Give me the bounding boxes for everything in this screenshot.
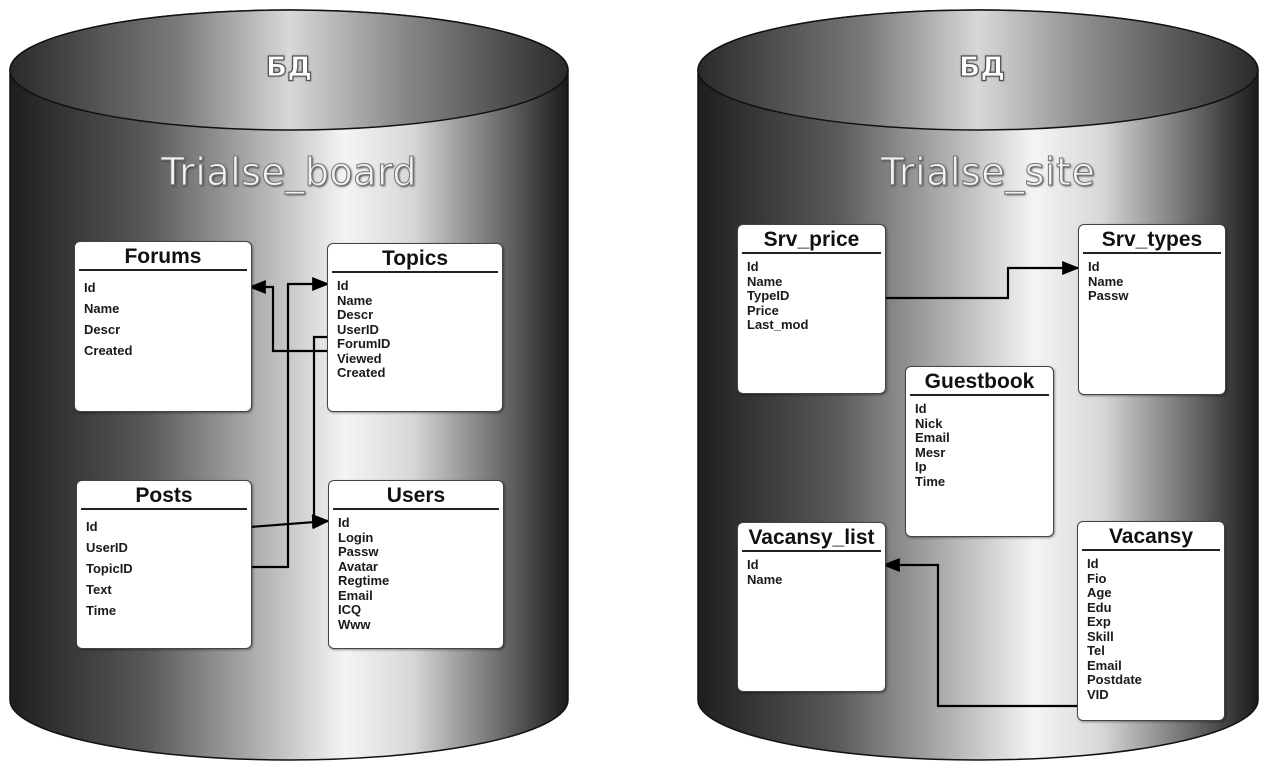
table-field: Descr xyxy=(337,307,374,322)
db-name-left: Trialse_board xyxy=(160,150,418,195)
table-field: Postdate xyxy=(1087,672,1142,687)
relation-vacansy-list xyxy=(882,557,1077,708)
table-field: TopicID xyxy=(86,561,133,576)
table-field: Passw xyxy=(338,544,379,559)
table-field: Name xyxy=(1088,273,1124,289)
db-label-right: БД xyxy=(958,49,1006,83)
relation-posts-topics xyxy=(250,276,330,569)
table-field: Avatar xyxy=(338,558,378,574)
table-field: Last_mod xyxy=(747,317,809,332)
table-field: TypeID xyxy=(747,288,790,303)
table-field: ForumID xyxy=(337,336,391,351)
table-field: Descr xyxy=(84,322,121,337)
table-field: Id xyxy=(915,401,927,416)
table-field: ICQ xyxy=(338,602,362,617)
table-title: Guestbook xyxy=(910,370,1049,396)
table-field: Age xyxy=(1087,585,1112,600)
relation-topics-forums xyxy=(248,279,328,353)
table-field: Id xyxy=(86,519,98,534)
table-field: Id xyxy=(747,259,759,274)
table-title: Srv_types xyxy=(1083,228,1221,254)
table-field: Viewed xyxy=(337,350,382,366)
right-relations xyxy=(882,260,1080,708)
table-field: Edu xyxy=(1087,599,1112,615)
table-field: Id xyxy=(1087,556,1099,571)
table-field: Created xyxy=(84,343,133,358)
table-field: Nick xyxy=(915,415,943,431)
table-field: Email xyxy=(1087,657,1122,673)
table-field: Time xyxy=(86,603,117,618)
table-field: Passw xyxy=(1088,288,1129,303)
table-field: Ip xyxy=(915,459,927,474)
table-field: Name xyxy=(747,273,783,289)
table-field: Skill xyxy=(1087,628,1114,644)
table-title: Srv_price xyxy=(742,228,881,254)
table-field: Exp xyxy=(1087,614,1111,629)
table-field: Email xyxy=(915,430,950,445)
table-title: Vacansy_list xyxy=(742,526,881,552)
table-title: Topics xyxy=(332,247,498,273)
left-relations xyxy=(248,276,330,569)
table-title: Vacansy xyxy=(1082,525,1220,551)
table-field: Name xyxy=(337,292,373,308)
table-field: Id xyxy=(747,557,759,572)
table-field: Www xyxy=(338,616,371,632)
relation-price-types xyxy=(884,260,1080,300)
table-field: Price xyxy=(747,302,779,318)
table-title: Posts xyxy=(81,484,247,510)
table-field: Mesr xyxy=(915,444,946,460)
table-field: Email xyxy=(338,587,373,603)
table-field: Text xyxy=(86,582,112,597)
table-field: Id xyxy=(84,280,96,295)
table-field: Id xyxy=(338,515,350,530)
table-field: Created xyxy=(337,365,386,380)
table-field: Name xyxy=(84,301,120,316)
table-field: Time xyxy=(915,473,946,489)
table-field: Regtime xyxy=(338,573,390,588)
table-field: VID xyxy=(1087,686,1109,702)
table-field: UserID xyxy=(337,321,379,337)
table-field: Id xyxy=(1088,259,1100,274)
table-field: Tel xyxy=(1087,643,1105,658)
table-field: UserID xyxy=(86,540,128,555)
table-field: Name xyxy=(747,571,783,587)
db-label-left: БД xyxy=(265,49,313,83)
table-title: Forums xyxy=(79,245,247,271)
table-field: Id xyxy=(337,278,349,293)
db-name-right: Trialse_site xyxy=(880,150,1096,195)
table-field: Login xyxy=(338,529,374,545)
table-field: Fio xyxy=(1087,570,1107,586)
table-title: Users xyxy=(333,484,499,510)
